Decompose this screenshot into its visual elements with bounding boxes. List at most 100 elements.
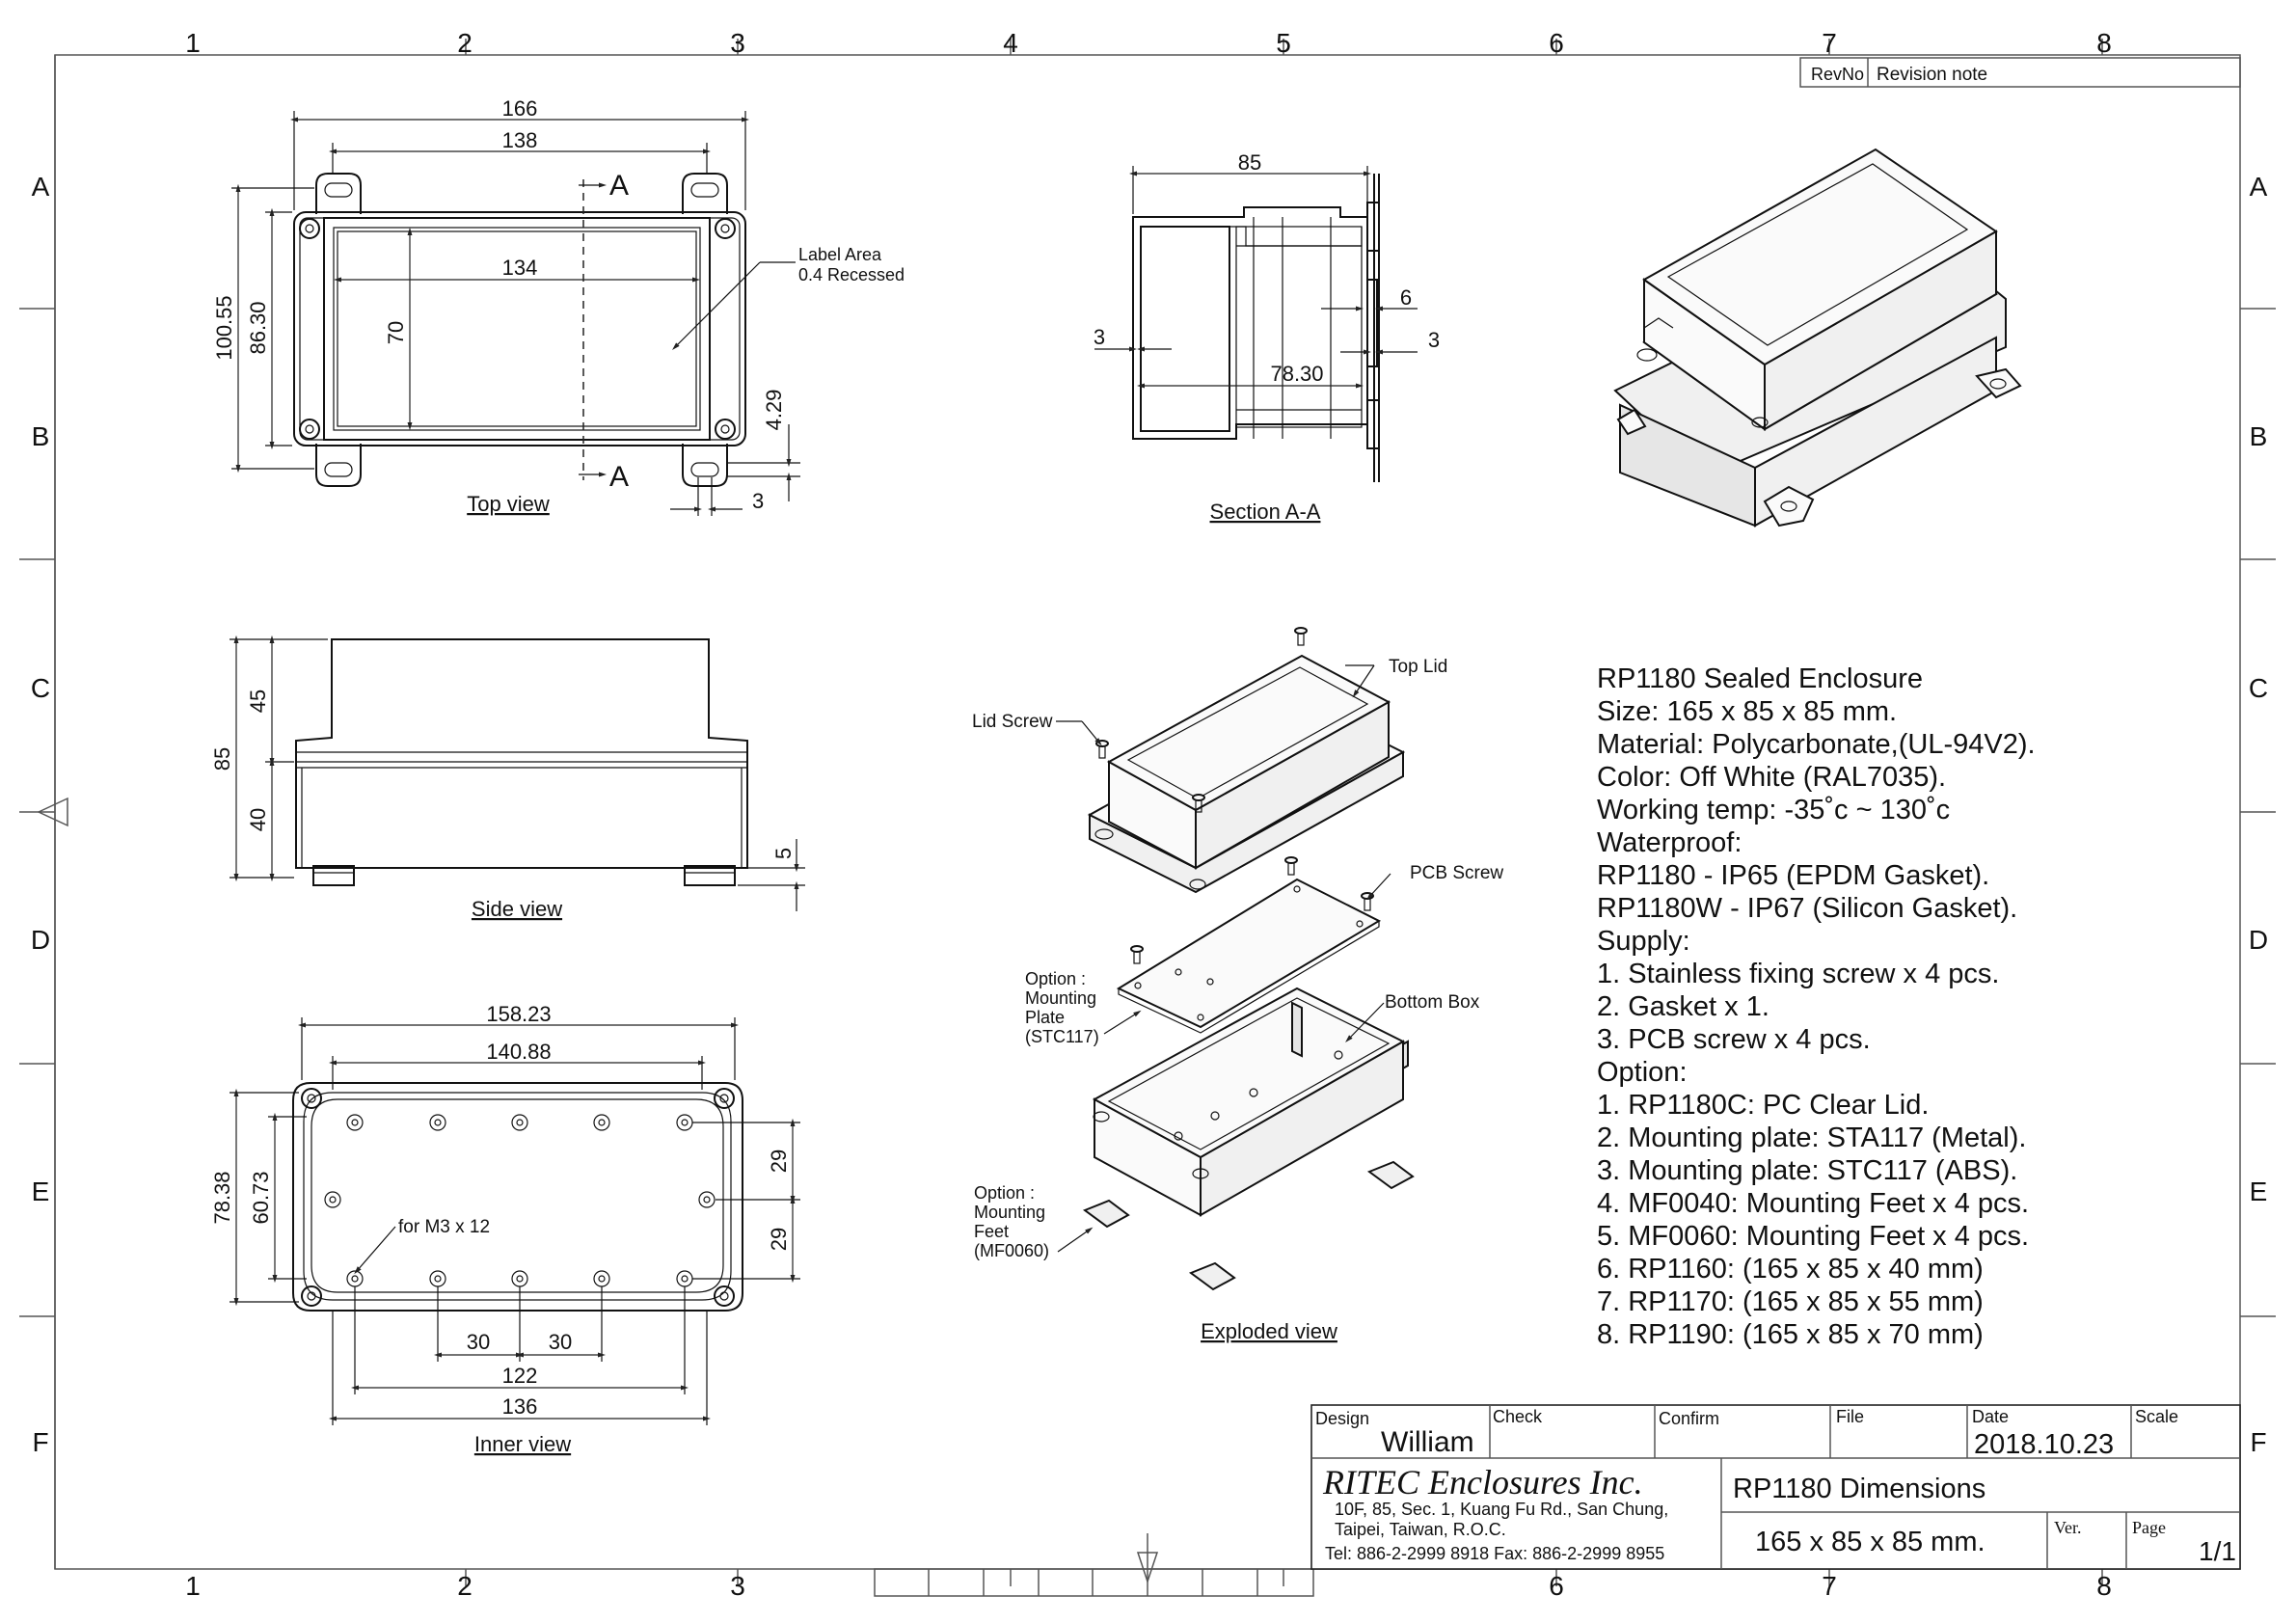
grid-row-c: C bbox=[31, 673, 50, 703]
isometric-view bbox=[1613, 148, 2022, 527]
label-plate-1: Option : bbox=[1025, 969, 1086, 988]
spec-line-1: RP1180 Sealed Enclosure bbox=[1597, 663, 1923, 694]
row-ticks bbox=[19, 308, 2276, 1317]
section-mark-top: A bbox=[609, 170, 629, 202]
company-address-2: Taipei, Taiwan, R.O.C. bbox=[1335, 1520, 1506, 1539]
dim-166: 166 bbox=[502, 96, 538, 121]
confirm-label: Confirm bbox=[1659, 1409, 1719, 1428]
grid-col-1: 1 bbox=[185, 28, 201, 58]
spec-line-17: 4. MF0040: Mounting Feet x 4 pcs. bbox=[1597, 1188, 2029, 1219]
label-feet-2: Mounting bbox=[974, 1203, 1045, 1222]
dim-134: 134 bbox=[502, 256, 538, 280]
label-feet-4: (MF0060) bbox=[974, 1241, 1049, 1260]
dim-30-right: 30 bbox=[549, 1330, 572, 1354]
dim-step-6: 6 bbox=[1400, 285, 1412, 310]
grid-row-d: D bbox=[31, 925, 50, 955]
spec-line-16: 3. Mounting plate: STC117 (ABS). bbox=[1597, 1155, 2017, 1186]
dim-29-top: 29 bbox=[767, 1150, 791, 1173]
bottom-ruler bbox=[874, 1568, 1314, 1597]
top-view-caption: Top view bbox=[467, 492, 550, 516]
check-label: Check bbox=[1493, 1407, 1543, 1426]
grid-col-4: 4 bbox=[1003, 28, 1018, 58]
dim-60-73: 60.73 bbox=[249, 1171, 273, 1224]
sheet-frame bbox=[19, 39, 2276, 1597]
spec-line-15: 2. Mounting plate: STA117 (Metal). bbox=[1597, 1123, 2026, 1153]
grid-col-6: 6 bbox=[1549, 28, 1564, 58]
label-area-note-2: 0.4 Recessed bbox=[798, 265, 905, 284]
exploded-view: Top Lid Lid Screw PCB Screw Bottom Box O… bbox=[972, 627, 1503, 1343]
dim-side-40: 40 bbox=[246, 808, 270, 831]
label-lid-screw: Lid Screw bbox=[972, 712, 1053, 732]
grid-col-8: 8 bbox=[2096, 28, 2112, 58]
spec-line-18: 5. MF0060: Mounting Feet x 4 pcs. bbox=[1597, 1221, 2029, 1252]
section-a-a: 85 78.30 3 6 3 Section A-A bbox=[1094, 150, 1440, 524]
title-block: Design William Check Confirm File Date 2… bbox=[1310, 1404, 2241, 1570]
grid-col-1-bottom: 1 bbox=[185, 1571, 201, 1601]
grid-row-d-right: D bbox=[2249, 925, 2268, 955]
dim-78-38: 78.38 bbox=[210, 1171, 234, 1224]
grid-row-c-right: C bbox=[2249, 673, 2268, 703]
label-pcb-screw: PCB Screw bbox=[1410, 863, 1503, 883]
page-value: 1/1 bbox=[2199, 1536, 2236, 1566]
grid-row-b: B bbox=[32, 421, 50, 451]
grid-col-3: 3 bbox=[730, 28, 745, 58]
spec-line-4: Color: Off White (RAL7035). bbox=[1597, 762, 1946, 793]
spec-line-7: RP1180 - IP65 (EPDM Gasket). bbox=[1597, 860, 1989, 891]
grid-row-e: E bbox=[32, 1177, 50, 1206]
dim-side-45: 45 bbox=[246, 690, 270, 713]
label-feet-3: Feet bbox=[974, 1222, 1009, 1241]
dim-29-bottom: 29 bbox=[767, 1228, 791, 1251]
label-plate-3: Plate bbox=[1025, 1008, 1065, 1027]
rev-no-label: RevNo bbox=[1811, 65, 1864, 84]
top-view: A A 166 138 134 70 100.55 86.30 4.29 3 bbox=[212, 96, 905, 516]
design-value: William bbox=[1381, 1426, 1474, 1458]
grid-col-3-bottom: 3 bbox=[730, 1571, 745, 1601]
page-label: Page bbox=[2132, 1518, 2166, 1537]
dim-wall-left-3: 3 bbox=[1094, 325, 1105, 349]
revision-table: RevNo Revision note bbox=[1799, 57, 2241, 88]
spec-line-14: 1. RP1180C: PC Clear Lid. bbox=[1597, 1090, 1929, 1121]
dim-100-55: 100.55 bbox=[212, 295, 236, 360]
column-ticks bbox=[465, 39, 2103, 1586]
rev-note-label: Revision note bbox=[1877, 65, 1987, 85]
spec-list: RP1180 Sealed Enclosure Size: 165 x 85 x… bbox=[1597, 663, 2036, 1350]
grid-row-a: A bbox=[32, 172, 50, 202]
spec-line-12: 3. PCB screw x 4 pcs. bbox=[1597, 1024, 1871, 1055]
file-label: File bbox=[1836, 1407, 1864, 1426]
grid-row-f: F bbox=[32, 1427, 48, 1457]
inner-view-caption: Inner view bbox=[474, 1432, 571, 1456]
grid-col-2: 2 bbox=[457, 28, 473, 58]
company-contact: Tel: 886-2-2999 8918 Fax: 886-2-2999 895… bbox=[1325, 1544, 1664, 1563]
dim-side-5: 5 bbox=[771, 848, 796, 859]
grid-column-labels-bottom: 1 2 3 6 7 8 bbox=[185, 1571, 2112, 1601]
grid-column-labels-top: 1 2 3 4 5 6 7 8 bbox=[185, 28, 2112, 58]
dim-70: 70 bbox=[384, 321, 408, 344]
dim-140-88: 140.88 bbox=[486, 1040, 551, 1064]
exploded-view-caption: Exploded view bbox=[1201, 1319, 1337, 1343]
drawing-size: 165 x 85 x 85 mm. bbox=[1755, 1527, 1985, 1557]
label-plate-2: Mounting bbox=[1025, 988, 1096, 1008]
grid-col-5: 5 bbox=[1276, 28, 1291, 58]
dim-122: 122 bbox=[502, 1364, 538, 1388]
grid-col-8-bottom: 8 bbox=[2096, 1571, 2112, 1601]
inner-view: for M3 x 12 158.23 140.88 78.38 60.73 29… bbox=[210, 1002, 800, 1456]
spec-line-9: Supply: bbox=[1597, 926, 1690, 957]
label-area-note-1: Label Area bbox=[798, 245, 882, 264]
dim-86-30: 86.30 bbox=[246, 301, 270, 354]
dim-side-85: 85 bbox=[210, 747, 234, 771]
spec-line-3: Material: Polycarbonate,(UL-94V2). bbox=[1597, 729, 2036, 760]
grid-row-a-right: A bbox=[2250, 172, 2268, 202]
section-view-caption: Section A-A bbox=[1210, 500, 1321, 524]
grid-col-7: 7 bbox=[1822, 28, 1837, 58]
label-plate-4: (STC117) bbox=[1025, 1027, 1099, 1046]
dim-136: 136 bbox=[502, 1394, 538, 1419]
dim-slot-3: 3 bbox=[752, 489, 764, 513]
lid-screws bbox=[1095, 627, 1308, 876]
side-view-caption: Side view bbox=[472, 897, 562, 921]
spec-line-20: 7. RP1170: (165 x 85 x 55 mm) bbox=[1597, 1286, 1984, 1317]
spec-line-6: Waterproof: bbox=[1597, 827, 1742, 858]
dim-30-left: 30 bbox=[467, 1330, 490, 1354]
design-label: Design bbox=[1315, 1409, 1369, 1428]
grid-row-labels-right: A B C D E F bbox=[2249, 172, 2268, 1457]
